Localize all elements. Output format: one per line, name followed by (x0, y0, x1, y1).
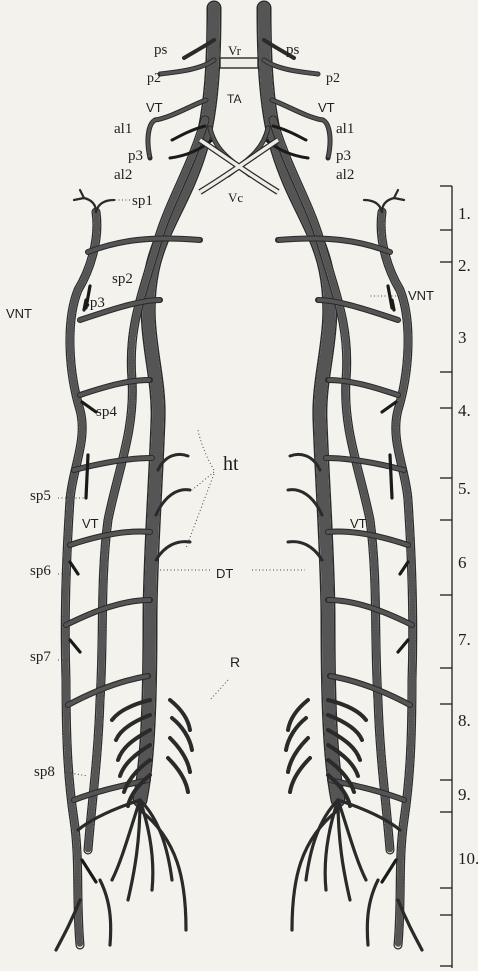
left-half-tracheae (56, 8, 250, 950)
label-vr: Vr (228, 43, 242, 58)
label-sp1: sp1 (132, 193, 153, 209)
label-vt-top-left: VT (146, 100, 163, 115)
label-sp6: sp6 (30, 563, 51, 579)
scale-number: 4. (458, 401, 471, 420)
scale-number: 5. (458, 479, 471, 498)
label-dt: DT (216, 566, 233, 581)
label-vc: Vc (228, 190, 243, 205)
label-sp8: sp8 (34, 764, 55, 780)
scale-number: 3 (458, 328, 467, 347)
label-sp5: sp5 (30, 488, 51, 504)
label-p3-left: p3 (128, 148, 143, 164)
scale-number: 1. (458, 204, 471, 223)
label-sp3: sp3 (84, 295, 105, 311)
label-ps-left: ps (154, 42, 168, 58)
label-ht: ht (223, 453, 239, 475)
label-vnt-left: VNT (6, 306, 32, 321)
label-vnt-right: VNT (408, 288, 434, 303)
label-al1-right: al1 (336, 121, 354, 137)
label-sp4: sp4 (96, 404, 117, 420)
label-p2-right: p2 (326, 71, 340, 86)
scale-number: 6 (458, 553, 467, 572)
right-half-tracheae (228, 8, 422, 950)
label-al2-left: al2 (114, 167, 132, 183)
scale-numbers: 1. 2. 3 4. 5. 6 7. 8. 9. 10. (458, 204, 478, 868)
scale-number: 2. (458, 256, 471, 275)
label-ta: TA (227, 92, 241, 106)
label-vt-mid-left: VT (82, 516, 99, 531)
label-vt-mid-right: VT (350, 516, 367, 531)
label-p3-right: p3 (336, 148, 351, 164)
label-sp2: sp2 (112, 271, 133, 287)
scale-number: 8. (458, 711, 471, 730)
segment-scale: 1. 2. 3 4. 5. 6 7. 8. 9. 10. (440, 186, 478, 968)
label-vt-top-right: VT (318, 100, 335, 115)
label-p2-left: p2 (147, 71, 161, 86)
label-ps-right: ps (286, 42, 300, 58)
scale-number: 10. (458, 849, 478, 868)
leader-lines (58, 200, 403, 776)
scale-ticks (440, 186, 452, 966)
label-al2-right: al2 (336, 167, 354, 183)
scale-number: 9. (458, 785, 471, 804)
label-al1-left: al1 (114, 121, 132, 137)
scale-number: 7. (458, 630, 471, 649)
label-sp7: sp7 (30, 649, 51, 665)
label-r: R (230, 654, 240, 670)
